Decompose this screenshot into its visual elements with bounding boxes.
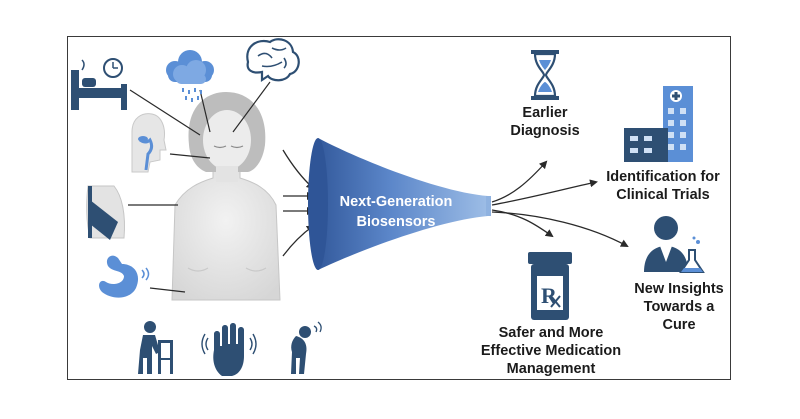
head-airway-icon [131, 113, 167, 173]
hourglass-icon [531, 50, 559, 100]
human-figure [171, 92, 281, 301]
label-line: Effective Medication [480, 343, 622, 359]
neck [216, 166, 238, 182]
label-line: Safer and More [498, 325, 604, 341]
bed-clock-icon [71, 58, 127, 110]
label-line: Towards a Cure [643, 299, 715, 333]
rx-symbol: R [541, 283, 558, 308]
funnel-label: Next-Generation Biosensors [316, 192, 476, 232]
label-medication: Safer and More Effective Medication Mana… [480, 324, 622, 378]
body-connectors [128, 81, 271, 293]
funnel-label-line1: Next-Generation [339, 194, 453, 210]
scientist-icon [644, 216, 705, 273]
label-line: Earlier [522, 105, 568, 121]
brain-icon [246, 38, 300, 83]
torso [171, 167, 281, 301]
weather-cloud-icon [166, 50, 214, 102]
output-arrows [491, 160, 629, 247]
face [203, 110, 251, 170]
tremor-hand-icon [201, 323, 257, 376]
label-line: Identification for [606, 169, 720, 185]
label-line: New Insights [634, 281, 724, 297]
hospital-building-icon [624, 86, 693, 162]
funnel-label-line2: Biosensors [356, 214, 436, 230]
label-line: Diagnosis [510, 123, 580, 139]
stomach-icon [99, 255, 150, 298]
walker-person-icon [138, 321, 173, 374]
label-earlier-diagnosis: Earlier Diagnosis [500, 104, 590, 140]
pill-bottle-icon: R [528, 252, 572, 320]
label-new-insights: New Insights Towards a Cure [628, 280, 730, 334]
label-clinical-trials: Identification for Clinical Trials [596, 168, 730, 204]
hunched-person-icon [291, 321, 322, 374]
label-line: Management [506, 361, 596, 377]
back-posture-icon [86, 185, 125, 240]
biosensor-funnel [308, 138, 491, 270]
label-line: Clinical Trials [616, 187, 710, 203]
